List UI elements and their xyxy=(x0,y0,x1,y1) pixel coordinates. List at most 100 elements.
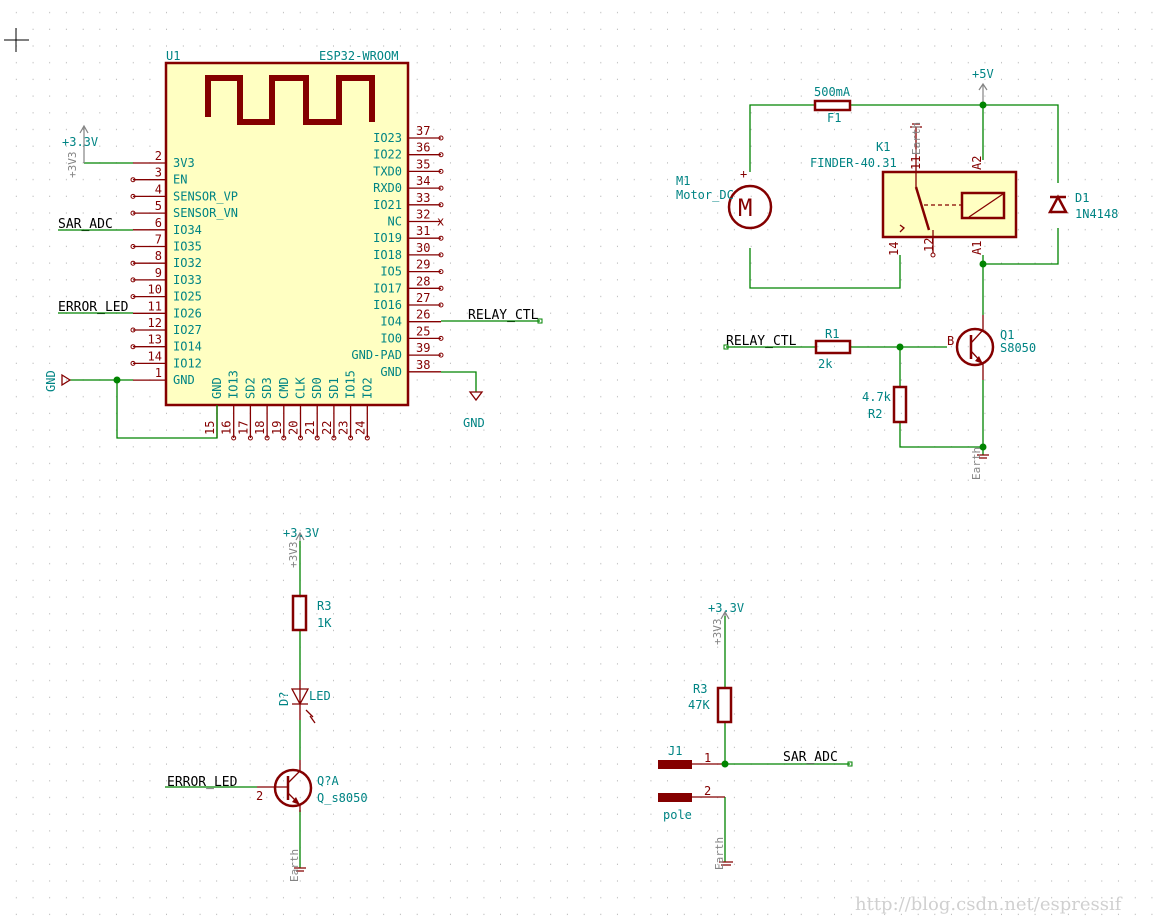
pin-name: IO19 xyxy=(373,231,402,245)
error-led-circuit[interactable]: +3.3V +3V3 R3 1K LED D? ERROR_LED Q?A Q_… xyxy=(165,526,368,882)
pin-unconnected-icon xyxy=(438,302,444,308)
pin-number: 13 xyxy=(148,333,162,347)
u1-value: ESP32-WROOM xyxy=(319,49,398,63)
pin-name: GND xyxy=(380,365,402,379)
resistor-r3-adc[interactable] xyxy=(716,686,733,724)
pin-name: IO33 xyxy=(173,273,202,287)
pin-2: 2 xyxy=(256,789,263,803)
pin-number: 16 xyxy=(220,421,234,435)
fuse-f1[interactable] xyxy=(813,99,852,112)
pin-unconnected-icon xyxy=(438,269,444,275)
q1-ref: Q1 xyxy=(1000,328,1014,342)
pin-number: 20 xyxy=(287,421,301,435)
pin-2: 2 xyxy=(704,784,711,798)
relay-value: FINDER-40.31 xyxy=(810,156,897,170)
pin-name: IO14 xyxy=(173,340,202,354)
power-ref: +3V3 xyxy=(66,152,79,179)
pin-number: 31 xyxy=(416,224,430,238)
pin-name: IO22 xyxy=(373,148,402,162)
pin-unconnected-icon xyxy=(438,352,444,358)
pin-name: IO2 xyxy=(360,377,374,399)
pin-unconnected-icon xyxy=(130,193,136,199)
power-label-5v: +5V xyxy=(972,67,994,81)
resistor-r3[interactable] xyxy=(291,594,308,632)
pin-unconnected-icon xyxy=(314,435,320,441)
pin-number: 17 xyxy=(236,421,250,435)
pin-name: IO18 xyxy=(373,248,402,262)
motor-glyph: M xyxy=(738,194,752,222)
crosshair-cursor-icon xyxy=(4,28,29,52)
r1-ref: R1 xyxy=(825,327,839,341)
r3-value: 1K xyxy=(317,616,332,630)
net-label-error-led: ERROR_LED xyxy=(167,775,238,790)
pin-number: 8 xyxy=(155,249,162,263)
j1-value: pole xyxy=(663,808,692,822)
pin-name: SD1 xyxy=(327,377,341,399)
pin-unconnected-icon xyxy=(438,252,444,258)
relay-ref: K1 xyxy=(876,140,890,154)
u1-ref: U1 xyxy=(166,49,180,63)
pin-name: SENSOR_VN xyxy=(173,206,238,220)
power-label-3v3: +3.3V xyxy=(62,135,98,149)
relay-circuit[interactable]: +5V 500mA F1 M M1 Motor_DC + K1 FINDER-4… xyxy=(676,67,1118,480)
relay-k1[interactable] xyxy=(881,170,1018,239)
pin-unconnected-icon xyxy=(130,277,136,283)
pin-14: 14 xyxy=(887,242,901,256)
pin-number: 25 xyxy=(416,324,430,338)
pin-number: 34 xyxy=(416,174,430,188)
power-ref: +3V3 xyxy=(711,619,724,646)
pin-name: GND-PAD xyxy=(351,348,402,362)
pin-name: IO27 xyxy=(173,323,202,337)
r3-ref: R3 xyxy=(693,682,707,696)
pin-name: GND xyxy=(173,373,195,387)
pin-name: EN xyxy=(173,173,187,187)
led-ref: D? xyxy=(277,692,291,706)
q-ref: Q?A xyxy=(317,774,339,788)
pin-12: 12 xyxy=(922,238,936,252)
resistor-r1[interactable] xyxy=(814,339,852,355)
pin-number: 6 xyxy=(155,216,162,230)
adc-circuit[interactable]: +3.3V +3V3 R3 47K SAR_ADC J1 pole 1 2 Ea… xyxy=(658,601,853,870)
pin-unconnected-icon xyxy=(438,152,444,158)
pin-number: 7 xyxy=(155,233,162,247)
pin-name: NC xyxy=(388,215,402,229)
pin-plus: + xyxy=(740,167,747,181)
pin-name: IO34 xyxy=(173,223,202,237)
connector-pin-2[interactable] xyxy=(658,793,692,802)
pin-number: 33 xyxy=(416,191,430,205)
pin-number: 39 xyxy=(416,341,430,355)
pin-number: 30 xyxy=(416,241,430,255)
motor-m1[interactable] xyxy=(727,184,773,230)
pin-number: 3 xyxy=(155,166,162,180)
led-d[interactable] xyxy=(290,680,316,724)
pin-name: IO5 xyxy=(380,265,402,279)
connector-pin-1[interactable] xyxy=(658,760,692,769)
r3-ref: R3 xyxy=(317,599,331,613)
resistor-r2[interactable] xyxy=(892,385,908,424)
r2-ref: R2 xyxy=(868,407,882,421)
motor-ref: M1 xyxy=(676,174,690,188)
pin-number: 36 xyxy=(416,141,430,155)
pin-number: 11 xyxy=(148,299,162,313)
pin-unconnected-icon xyxy=(130,327,136,333)
pin-unconnected-icon xyxy=(438,285,444,291)
power-label-3v3: +3.3V xyxy=(708,601,744,615)
pin-number: 21 xyxy=(303,421,317,435)
pin-name: IO13 xyxy=(227,370,241,399)
pin-number: 4 xyxy=(155,182,162,196)
earth-ref: Earth xyxy=(910,122,923,155)
pin-number: 15 xyxy=(203,421,217,435)
pin-number: 24 xyxy=(353,421,367,435)
pin-name: IO26 xyxy=(173,306,202,320)
q-value: Q_s8050 xyxy=(317,791,368,805)
transistor-q[interactable] xyxy=(257,760,313,812)
pin-number: 19 xyxy=(270,421,284,435)
pin-name: SD3 xyxy=(260,377,274,399)
pin-number: 32 xyxy=(416,208,430,222)
pin-unconnected-icon xyxy=(438,135,444,141)
pin-number: 38 xyxy=(416,358,430,372)
transistor-q1[interactable] xyxy=(955,315,995,380)
diode-d1[interactable] xyxy=(1047,194,1069,214)
